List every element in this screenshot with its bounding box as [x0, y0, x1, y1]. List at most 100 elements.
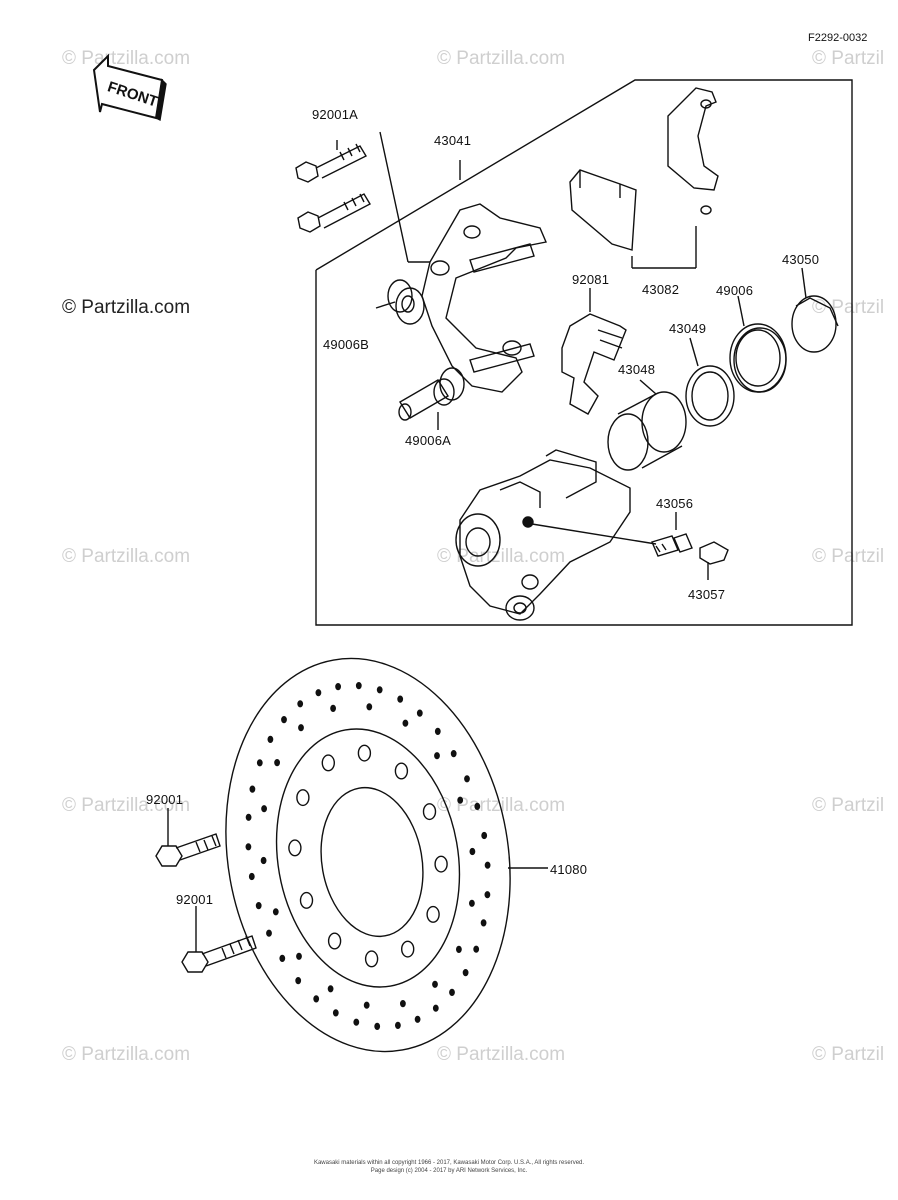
- bolt-92001a: [295, 143, 371, 233]
- disc-hole: [245, 843, 252, 851]
- disc-hole: [357, 744, 372, 762]
- disc-hole: [327, 932, 342, 950]
- disc-hole: [266, 929, 272, 937]
- disc-hole: [364, 950, 379, 968]
- disc-hole: [272, 908, 279, 916]
- disc-hole: [274, 758, 280, 767]
- disc-hole: [432, 1004, 439, 1012]
- disc-hole: [335, 682, 341, 691]
- disc-hole: [434, 752, 440, 760]
- disc-hole: [330, 704, 336, 713]
- disc-hole: [401, 940, 415, 958]
- part-label-41080[interactable]: 41080: [550, 862, 588, 877]
- disc-hole: [473, 945, 480, 953]
- seal-43049: [685, 365, 735, 427]
- watermark: © Partzil: [812, 297, 885, 318]
- watermark: © Partzil: [812, 546, 885, 567]
- disc-hole: [248, 872, 255, 881]
- bleeder-valve-43056: [651, 533, 693, 557]
- disc-hole: [256, 759, 263, 767]
- disc-hole: [353, 1018, 360, 1026]
- disc-hole: [245, 813, 252, 821]
- watermark: © Partzil: [812, 795, 885, 816]
- disc-hole: [260, 856, 267, 865]
- disc-hole: [288, 839, 302, 857]
- footer-design: Page design (c) 2004 - 2017 by ARI Netwo…: [370, 1168, 528, 1174]
- boot-49006a: [398, 367, 465, 421]
- disc-hole: [332, 1009, 339, 1017]
- part-label-43041[interactable]: 43041: [434, 133, 472, 148]
- part-label-92001-top[interactable]: 92001: [146, 792, 184, 807]
- disc-hole: [450, 749, 457, 758]
- disc-hole: [315, 689, 322, 697]
- part-label-43049[interactable]: 43049: [669, 321, 707, 336]
- disc-hole: [355, 681, 362, 690]
- disc-hole: [402, 719, 409, 727]
- disc-hole: [261, 805, 267, 813]
- disc-hole: [414, 1015, 421, 1023]
- disc-hole: [267, 735, 274, 744]
- watermark: © Partzilla.com: [62, 795, 191, 816]
- disc-hole: [397, 695, 404, 703]
- front-arrow-icon: FRONT: [92, 53, 167, 122]
- boot-49006b: [387, 279, 425, 325]
- disc-hole: [297, 700, 304, 708]
- part-label-43057[interactable]: 43057: [688, 587, 726, 602]
- disc-hole: [434, 855, 448, 873]
- disc-hole: [296, 789, 310, 807]
- disc-hole: [469, 847, 476, 856]
- watermark: © Partzilla.com: [437, 48, 566, 69]
- disc-hole: [394, 762, 409, 780]
- disc-hole: [295, 976, 302, 985]
- disc-hole: [426, 905, 440, 923]
- piston-43048: [607, 391, 687, 471]
- part-label-43050[interactable]: 43050: [782, 252, 820, 267]
- diagram-code: F2292-0032: [808, 32, 868, 44]
- watermark: © Partzilla.com: [437, 795, 566, 816]
- disc-bolt-top: [155, 833, 221, 867]
- disc-hole: [416, 709, 423, 717]
- disc-hole: [298, 724, 304, 732]
- watermark: © Partzilla.com: [62, 48, 191, 69]
- disc-hole: [480, 919, 487, 927]
- disc-hole: [422, 803, 437, 821]
- disc-hole: [434, 727, 441, 736]
- disc-hole: [449, 988, 455, 997]
- watermark: © Partzilla.com: [437, 1044, 566, 1065]
- footer-copyright: Kawasaki materials within all copyright …: [313, 1160, 585, 1166]
- part-label-92001-bottom[interactable]: 92001: [176, 892, 214, 907]
- part-label-49006b[interactable]: 49006B: [323, 337, 370, 352]
- watermark: © Partzilla.com: [62, 1044, 191, 1065]
- disc-hole: [455, 945, 462, 954]
- watermark: © Partzil: [812, 48, 885, 69]
- part-label-43048[interactable]: 43048: [618, 362, 656, 377]
- caliper-bracket: [421, 203, 547, 393]
- disc-hole: [376, 686, 383, 694]
- part-label-92001a[interactable]: 92001A: [312, 107, 359, 122]
- part-label-92081[interactable]: 92081: [572, 272, 610, 287]
- disc-hole: [327, 985, 334, 993]
- cap-43050: [791, 295, 839, 353]
- disc-hole: [399, 999, 406, 1008]
- brake-pads: [569, 87, 719, 251]
- part-label-43056[interactable]: 43056: [656, 496, 694, 511]
- disc-hole: [296, 952, 302, 960]
- part-label-43082[interactable]: 43082: [642, 282, 680, 297]
- part-label-49006a[interactable]: 49006A: [405, 433, 452, 448]
- disc-hole: [363, 1001, 370, 1009]
- disc-hole: [321, 754, 335, 772]
- disc-hole: [394, 1021, 401, 1030]
- watermark-dark: © Partzilla.com: [62, 297, 191, 318]
- caliper-body: [455, 449, 631, 621]
- disc-hole: [432, 980, 438, 988]
- disc-hole: [299, 891, 314, 909]
- disc-hole: [462, 968, 469, 977]
- watermark: © Partzilla.com: [62, 546, 191, 567]
- disc-hole: [484, 891, 491, 899]
- part-label-49006[interactable]: 49006: [716, 283, 754, 298]
- disc-hole: [481, 831, 488, 840]
- disc-hole: [464, 775, 470, 783]
- disc-bolt-bottom: [181, 935, 257, 973]
